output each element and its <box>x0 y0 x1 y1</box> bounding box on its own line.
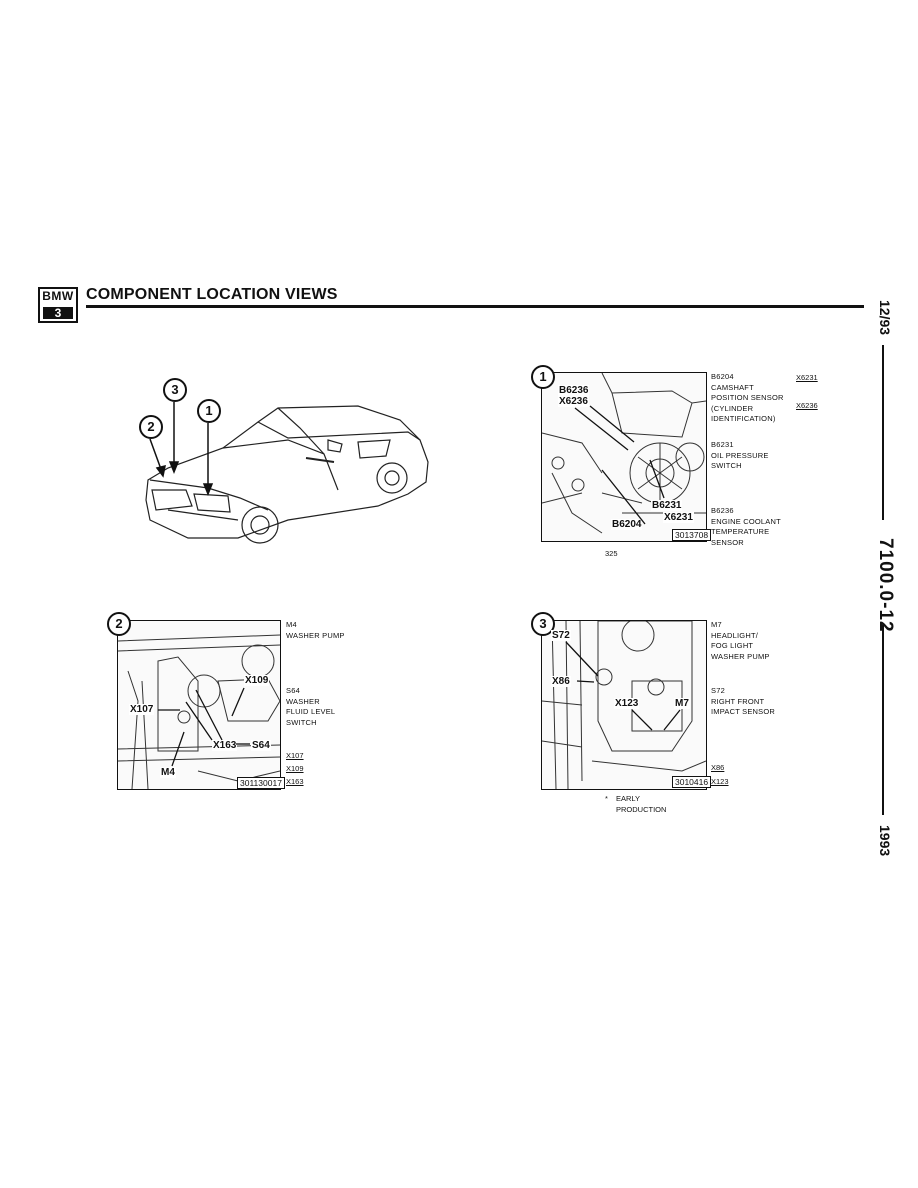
callout-circle-2: 2 <box>139 415 163 439</box>
legend-line: POSITION SENSOR <box>711 393 784 402</box>
callout-b6231: B6231 <box>651 500 683 511</box>
view-1-caption: 325 <box>605 549 618 558</box>
footnote-line: EARLY <box>616 794 641 803</box>
view-1-ref-x6231: X6231 <box>796 373 818 382</box>
view-3-legend-m7: M7 HEADLIGHT/ FOG LIGHT WASHER PUMP <box>711 620 770 662</box>
view-1-ref-x6236: X6236 <box>796 401 818 410</box>
view-2-ref-x107: X107 <box>286 751 304 760</box>
legend-id: M4 <box>286 620 297 629</box>
view-2-legend-s64: S64 WASHER FLUID LEVEL SWITCH <box>286 686 335 728</box>
legend-id: S64 <box>286 686 300 695</box>
margin-rule-top <box>882 345 884 520</box>
legend-id: B6236 <box>711 506 734 515</box>
view-1-number: 1 <box>531 365 555 389</box>
view-1-legend-b6236: B6236 ENGINE COOLANT TEMPERATURE SENSOR <box>711 506 781 548</box>
view-2-ref-x109: X109 <box>286 764 304 773</box>
legend-line: WASHER <box>286 696 320 706</box>
legend-line: SWITCH <box>711 461 742 470</box>
legend-line: FLUID LEVEL <box>286 707 336 716</box>
legend-line: CAMSHAFT <box>711 382 754 392</box>
view-1-legend-b6204: B6204 CAMSHAFT POSITION SENSOR (CYLINDER… <box>711 372 784 425</box>
view-1-legend-b6231: B6231 OIL PRESSURE SWITCH <box>711 440 769 472</box>
legend-line: OIL PRESSURE <box>711 450 769 460</box>
callout-x109: X109 <box>244 675 270 686</box>
callout-x6236: X6236 <box>558 396 589 407</box>
legend-line: TEMPERATURE <box>711 527 770 536</box>
view-3-legend-s72: S72 RIGHT FRONT IMPACT SENSOR <box>711 686 775 718</box>
callout-circle-1: 1 <box>197 399 221 423</box>
callout-b6236: B6236 <box>558 385 590 396</box>
callout-x6231: X6231 <box>663 512 694 523</box>
callout-x86: X86 <box>551 676 571 687</box>
page-title: COMPONENT LOCATION VIEWS <box>86 286 338 303</box>
view-3-figure-number: 3010416 <box>672 776 712 788</box>
footnote-mark: * <box>605 794 608 803</box>
callout-x163: X163 <box>212 740 238 751</box>
callout-m4: M4 <box>160 767 176 778</box>
legend-line: RIGHT FRONT <box>711 696 765 706</box>
legend-line: (CYLINDER <box>711 403 754 413</box>
footnote-text: EARLY PRODUCTION <box>616 794 666 815</box>
view-2-figure-number: 301130017 <box>237 777 285 789</box>
footnote-line: PRODUCTION <box>616 804 667 814</box>
callout-x107: X107 <box>129 704 155 715</box>
logo-bmw-text: BMW <box>42 289 74 303</box>
callout-b6204: B6204 <box>611 519 643 530</box>
callout-x123: X123 <box>614 698 640 709</box>
legend-line: HEADLIGHT/ <box>711 630 759 640</box>
logo-series-text: 3 <box>43 307 73 319</box>
legend-line: IDENTIFICATION) <box>711 414 776 423</box>
view-2-legend-m4: M4 WASHER PUMP <box>286 620 345 641</box>
legend-id: B6231 <box>711 440 734 449</box>
header-rule <box>86 305 864 308</box>
callout-s72: S72 <box>551 630 571 641</box>
view-2-number: 2 <box>107 612 131 636</box>
legend-id: S72 <box>711 686 725 695</box>
callout-s64: S64 <box>251 740 271 751</box>
view-2-ref-x163: X163 <box>286 777 304 786</box>
callout-m7: M7 <box>674 698 690 709</box>
legend-id: B6204 <box>711 372 734 381</box>
legend-id: M7 <box>711 620 722 629</box>
legend-line: WASHER PUMP <box>711 651 770 661</box>
legend-line: FOG LIGHT <box>711 641 754 650</box>
legend-line: SWITCH <box>286 717 317 727</box>
legend-line: ENGINE COOLANT <box>711 516 781 526</box>
legend-line: WASHER PUMP <box>286 630 345 640</box>
callout-circle-3: 3 <box>163 378 187 402</box>
margin-rule-bottom <box>882 625 884 815</box>
bmw-3-logo: BMW 3 <box>38 287 78 323</box>
car-overview-drawing <box>128 370 438 560</box>
legend-line: IMPACT SENSOR <box>711 707 775 716</box>
view-1-figure-number: 3013708 <box>672 529 712 541</box>
legend-line: SENSOR <box>711 537 744 547</box>
view-3-ref-x86: X86 <box>711 763 725 772</box>
view-3-ref-x123: X123 <box>711 777 729 786</box>
